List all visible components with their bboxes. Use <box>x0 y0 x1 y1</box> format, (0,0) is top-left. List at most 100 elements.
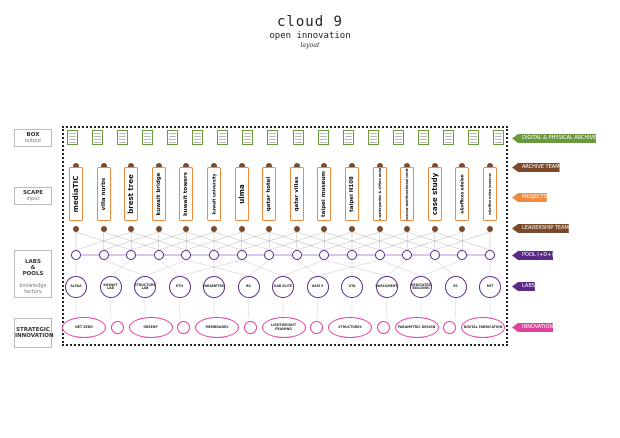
archive-box[interactable] <box>493 130 504 145</box>
project-card[interactable]: qatar villas <box>289 167 304 221</box>
archive-box[interactable] <box>367 130 379 145</box>
innovation-node[interactable]: PARAMETRIC DESIGN <box>394 317 439 338</box>
archive-line <box>319 133 327 134</box>
archive-box[interactable] <box>242 130 254 145</box>
archive-line <box>219 136 227 137</box>
pool-node[interactable] <box>264 250 275 260</box>
project-label: kuwait bridge <box>155 172 162 216</box>
lab-node[interactable]: UTA <box>341 276 363 298</box>
pool-node[interactable] <box>209 250 219 260</box>
archive-line <box>444 136 452 137</box>
archive-line <box>344 142 352 143</box>
lab-node[interactable]: ALFAA <box>65 276 87 298</box>
archive-line <box>469 139 477 140</box>
project-card[interactable]: qatar hotel <box>262 167 277 221</box>
archive-line <box>394 136 402 137</box>
pool-node[interactable] <box>402 250 413 260</box>
innovation-node[interactable]: NET ZERO <box>62 317 106 338</box>
archive-team-dot <box>431 163 438 169</box>
archive-box[interactable] <box>342 130 354 145</box>
archive-team-tag[interactable]: ARCHIVE TEAM <box>512 163 560 172</box>
archive-team-dot <box>349 163 355 169</box>
project-card[interactable]: case study <box>427 167 442 221</box>
pool-tag[interactable]: POOL (+D+) <box>512 251 554 260</box>
project-card[interactable]: taipei museum <box>317 167 332 221</box>
leadership-team-tag[interactable]: LEADERSHIP TEAM <box>512 224 569 233</box>
project-card[interactable]: kuwait university <box>207 167 221 221</box>
pool-node[interactable] <box>71 250 81 260</box>
archive-box[interactable] <box>217 130 229 145</box>
archive-line <box>319 142 327 143</box>
pool-node[interactable] <box>126 250 137 260</box>
innovation-node[interactable]: STRUCTURES <box>328 317 372 338</box>
innovation-node[interactable]: GREENF <box>128 317 173 338</box>
project-card[interactable]: taipei H108 <box>345 167 359 221</box>
lab-node[interactable]: KAB ELITE <box>272 276 294 298</box>
archive-tag[interactable]: DIGITAL & PHYSICAL ARCHIVE <box>512 134 597 143</box>
archive-box[interactable] <box>317 130 329 145</box>
project-card[interactable]: e&office edlen moscow <box>483 167 497 221</box>
archive-line <box>344 136 352 137</box>
lab-node[interactable]: KUWAIT LAB <box>99 276 122 298</box>
project-card[interactable]: tate watergarden & clifton museum <box>372 167 387 221</box>
archive-team-dot <box>155 163 162 169</box>
pool-node[interactable] <box>457 250 468 260</box>
project-card[interactable]: kuwait bridge <box>151 167 166 221</box>
lab-node[interactable]: UAM 5 <box>306 276 329 298</box>
archive-box[interactable] <box>67 130 78 145</box>
pool-node[interactable] <box>153 250 164 260</box>
innovation-node[interactable]: DIGITAL FABRICATION <box>461 317 505 338</box>
project-label: e&offices edelon <box>459 174 465 214</box>
pool-node[interactable] <box>98 250 109 260</box>
archive-team-dot <box>128 163 135 169</box>
archive-box[interactable] <box>292 130 304 145</box>
label-labs-title: LABS & POOLS <box>22 259 44 277</box>
project-card[interactable]: villa nurbs <box>96 167 111 221</box>
archive-box[interactable] <box>192 130 204 145</box>
project-card[interactable]: kuwait towers <box>179 167 194 221</box>
project-card[interactable]: moscow multifunctional centre <box>400 167 415 221</box>
project-card[interactable]: mediaTIC <box>69 167 83 221</box>
archive-box[interactable] <box>167 130 179 145</box>
archive-line <box>319 136 327 137</box>
pool-node[interactable] <box>291 250 302 260</box>
pool-node[interactable] <box>374 250 385 260</box>
pool-node[interactable] <box>347 250 357 260</box>
archive-box[interactable] <box>392 130 404 145</box>
lab-node[interactable]: MIT <box>479 276 501 298</box>
pool-node[interactable] <box>236 250 247 260</box>
archive-box[interactable] <box>467 130 479 145</box>
leadership-dot <box>211 226 217 232</box>
archive-line <box>344 139 352 140</box>
lab-node[interactable]: STRUCTURE LAB <box>134 276 156 298</box>
pool-node[interactable] <box>181 250 192 260</box>
pool-node[interactable] <box>485 250 495 260</box>
project-card[interactable]: brest tree <box>124 167 139 221</box>
innovation-node[interactable]: LIGHTWEIGHT FRAMING <box>261 317 306 338</box>
archive-box[interactable] <box>92 130 104 145</box>
pool-node[interactable] <box>319 250 330 260</box>
lab-node[interactable]: PARAMETRIC <box>203 276 225 298</box>
archive-box[interactable] <box>142 130 154 145</box>
archive-box[interactable] <box>417 130 429 145</box>
projects-tag[interactable]: PROJECTS <box>512 193 547 202</box>
innovation-node[interactable]: MEMBRANES <box>195 317 239 338</box>
archive-line <box>419 133 427 134</box>
lab-node[interactable]: BARCAMENT <box>375 276 398 298</box>
innovation-tag[interactable]: INNOVATION <box>512 323 554 332</box>
pool-node[interactable] <box>429 250 440 260</box>
lab-node[interactable]: BS <box>237 276 260 298</box>
archive-box[interactable] <box>117 130 129 145</box>
project-card[interactable]: ulma <box>234 167 249 221</box>
lab-node[interactable]: DEDICATED BUILDING <box>410 276 432 298</box>
labs-tag[interactable]: LABS <box>512 282 535 291</box>
project-card[interactable]: e&offices edelon <box>455 167 470 221</box>
archive-line <box>244 139 252 140</box>
project-label: moscow multifunctional centre <box>405 167 410 221</box>
lab-node[interactable]: ES <box>444 276 467 298</box>
archive-box[interactable] <box>267 130 279 145</box>
archive-line <box>269 136 277 137</box>
archive-box[interactable] <box>442 130 454 145</box>
lab-node[interactable]: ETH <box>168 276 191 298</box>
page-caption: layout <box>300 42 320 49</box>
